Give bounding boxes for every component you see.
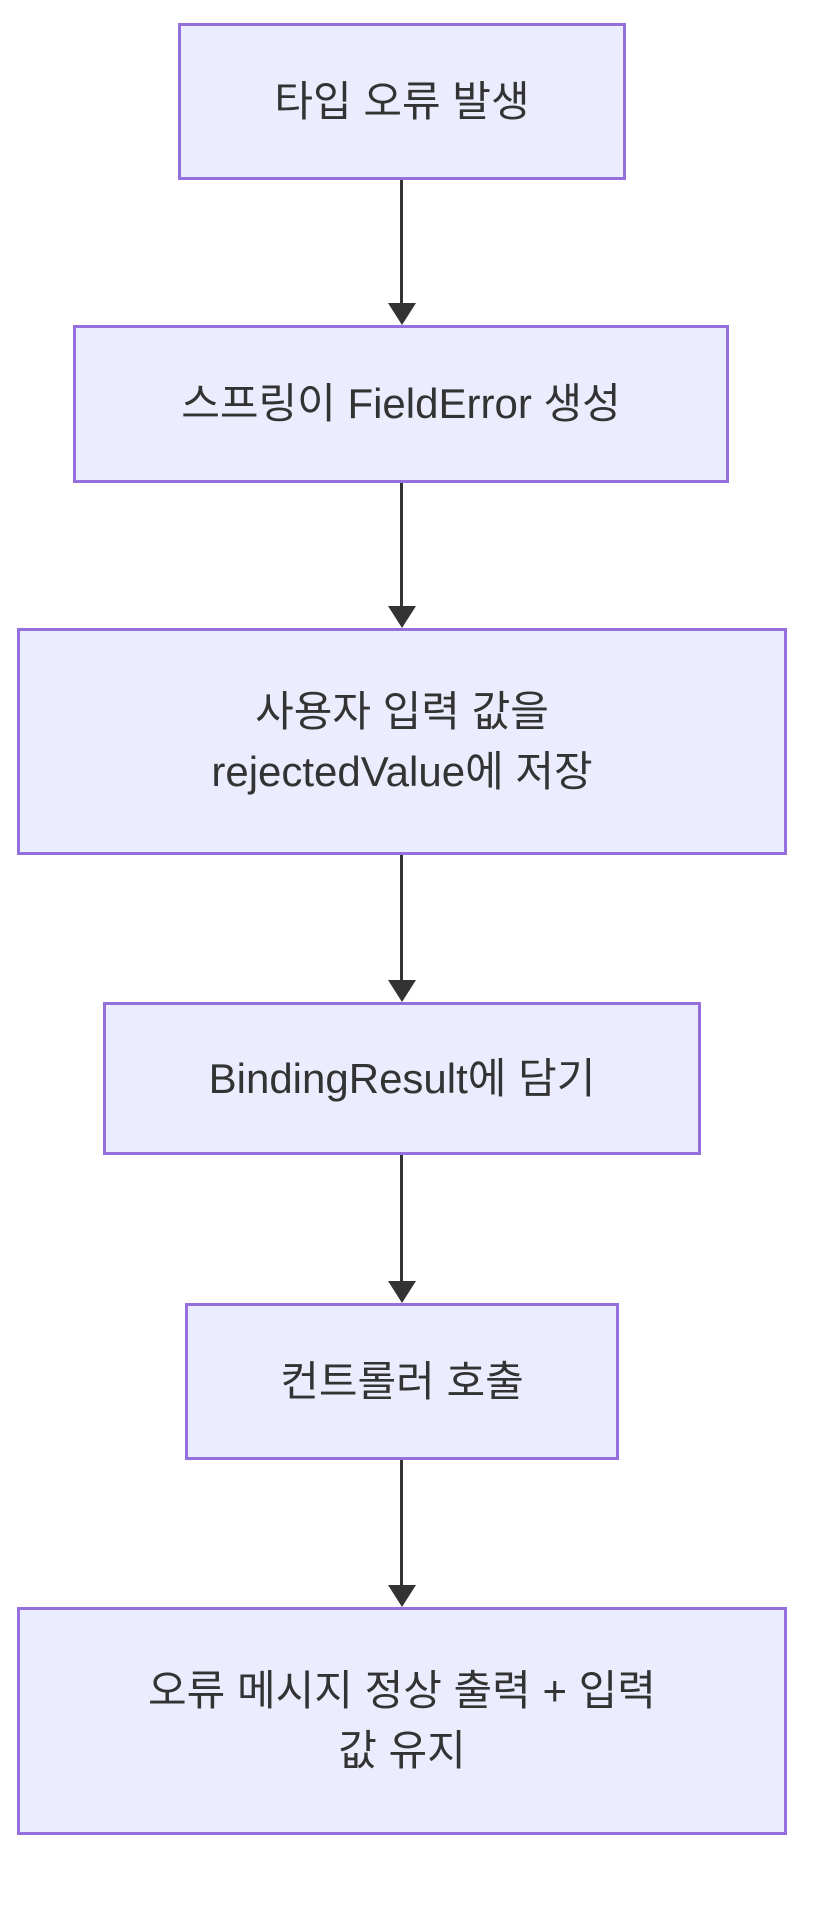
flow-node-controller-call: 컨트롤러 호출 <box>185 1303 619 1460</box>
arrowhead-down-icon <box>388 980 416 1002</box>
flow-node-bindingresult-put: BindingResult에 담기 <box>103 1002 701 1155</box>
arrowhead-down-icon <box>388 303 416 325</box>
flow-node-type-error: 타입 오류 발생 <box>178 23 626 180</box>
edge-line <box>400 180 403 305</box>
edge-line <box>400 855 403 980</box>
edge-line <box>400 1155 403 1281</box>
edge-line <box>400 483 403 606</box>
arrowhead-down-icon <box>388 606 416 628</box>
flow-node-result-output: 오류 메시지 정상 출력 + 입력 값 유지 <box>17 1607 787 1835</box>
flow-node-fielderror-created: 스프링이 FieldError 생성 <box>73 325 729 483</box>
edge-line <box>400 1460 403 1585</box>
arrowhead-down-icon <box>388 1585 416 1607</box>
flow-node-rejectedvalue-store: 사용자 입력 값을 rejectedValue에 저장 <box>17 628 787 855</box>
arrowhead-down-icon <box>388 1281 416 1303</box>
